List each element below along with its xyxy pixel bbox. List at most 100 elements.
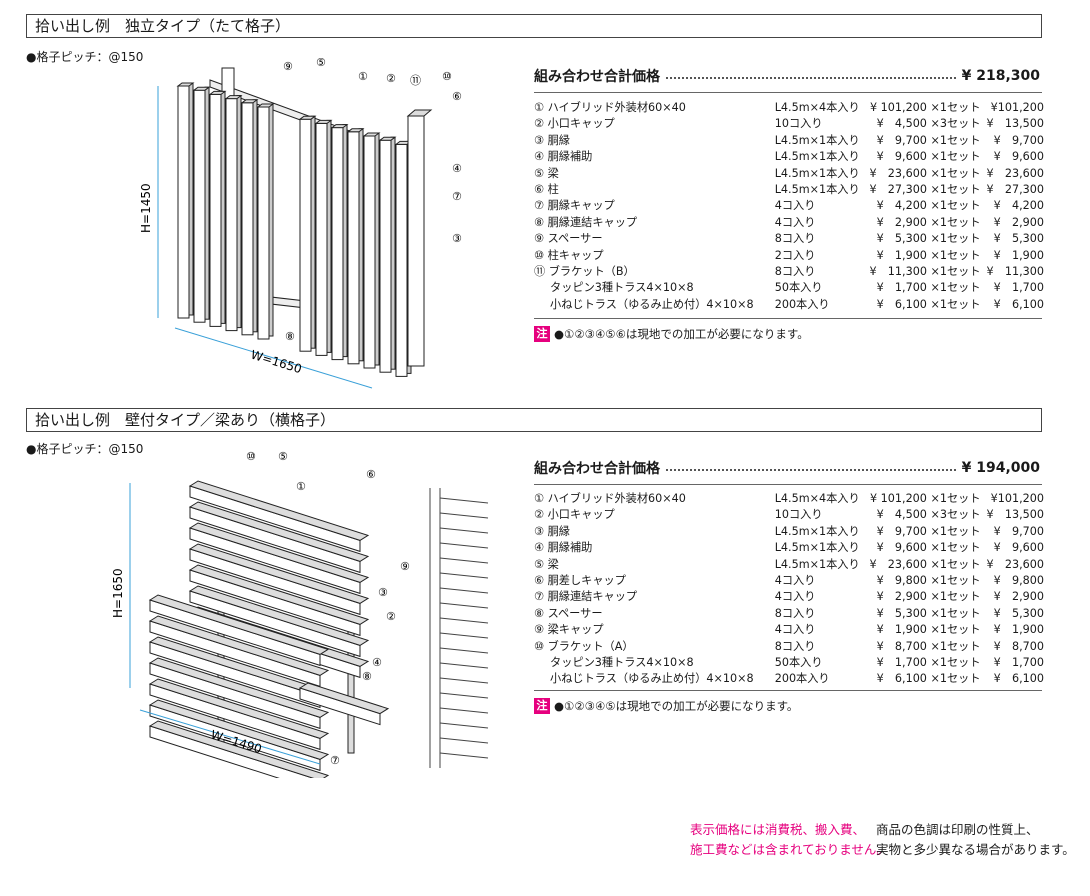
item-qty: 200本入り (774, 672, 830, 686)
item-total: ¥ 5,300 (993, 232, 1044, 246)
item-qty: L4.5m×1本入り (774, 541, 860, 555)
section2-height-dim: H=1650 (111, 568, 125, 618)
item-unit-price: ¥ 9,700 ×1セット (876, 133, 981, 147)
item-qty: 8コ入り (774, 606, 816, 620)
item-unit-price: ¥ 9,800 ×1セット (876, 574, 981, 588)
item-qty: 10コ入り (774, 117, 823, 131)
item-unit-price: ¥ 4,200 ×1セット (876, 199, 981, 213)
callout-2: ② (386, 610, 396, 623)
item-qty: 4コ入り (774, 215, 816, 229)
item-total: ¥ 9,600 (993, 150, 1044, 164)
item-unit-price: ¥ 4,500 ×3セット (876, 117, 981, 131)
item-unit-price: ¥ 1,900 ×1セット (876, 623, 981, 637)
section2-pitch: ●格子ピッチ：@150 (26, 442, 144, 456)
callout-9: ⑨ (400, 560, 410, 573)
item-name: ④ 胴縁補助 (534, 150, 593, 164)
callout-2: ② (386, 72, 396, 85)
vertical-slat (192, 86, 211, 323)
item-total: ¥101,200 (990, 101, 1044, 114)
item-unit-price: ¥ 1,900 ×1セット (876, 248, 981, 262)
item-name: ⑦ 胴縁連結キャップ (534, 590, 638, 604)
item-total: ¥ 1,700 (993, 656, 1044, 670)
item-unit-price: ¥ 1,700 ×1セット (876, 281, 981, 295)
item-name: ⑥ 柱 (534, 183, 559, 197)
vertical-slat (378, 136, 397, 373)
item-unit-price: ¥ 23,600 ×1セット (869, 166, 981, 180)
section1-height-dim: H=1450 (140, 183, 153, 233)
item-unit-price: ¥ 6,100 ×1セット (876, 297, 981, 311)
item-unit-price: ¥ 5,300 ×1セット (876, 606, 981, 620)
horizontal-slat (148, 657, 330, 730)
item-unit-price: ¥ 2,900 ×1セット (876, 215, 981, 229)
item-unit-price: ¥ 101,200 ×1セット (869, 492, 981, 505)
item-qty: L4.5m×1本入り (774, 524, 860, 538)
vertical-slat (346, 128, 365, 365)
section1-note: 注 ●①②③④⑤⑥は現地での加工が必要になります。 (534, 326, 809, 342)
section1-dot-leader (666, 77, 956, 79)
item-unit-price: ¥ 11,300 ×1セット (869, 265, 981, 279)
item-total: ¥ 6,100 (993, 297, 1044, 311)
item-unit-price: ¥ 5,300 ×1セット (876, 232, 981, 246)
vertical-slat (176, 82, 195, 319)
footer-tax-note: 表示価格には消費税、搬入費、 施工費などは含まれておりません。 (690, 820, 889, 860)
item-qty: L4.5m×1本入り (774, 133, 860, 147)
horizontal-slat (188, 522, 370, 595)
price-row: 小ねじトラス（ゆるみ止め付）4×10×8 200本入り ¥ 6,100 ×1セット ¥… (534, 671, 1044, 687)
item-name: タッピン3種トラス4×10×8 (550, 656, 694, 670)
callout-3: ③ (452, 232, 462, 245)
price-row: ③ 胴縁 L4.5m×1本入り ¥ 9,700 ×1セット ¥ 9,700 (534, 133, 1044, 149)
section2-price-label: 組み合わせ合計価格 (534, 461, 660, 477)
footer-tax-line1: 表示価格には消費税、搬入費、 (690, 822, 866, 837)
section1-price-total: ¥ 218,300 (961, 68, 1040, 84)
item-name: ⑩ ブラケット（A） (534, 639, 634, 653)
item-unit-price: ¥ 6,100 ×1セット (876, 672, 981, 686)
item-qty: L4.5m×1本入り (774, 166, 860, 180)
callout-10: ⑩ (442, 70, 452, 83)
item-unit-price: ¥ 4,500 ×3セット (876, 508, 981, 522)
item-name: タッピン3種トラス4×10×8 (550, 281, 694, 295)
note-tag: 注 (534, 326, 550, 342)
callout-9: ⑨ (283, 60, 293, 73)
item-name: ⑧ スペーサー (534, 606, 603, 620)
section2-dot-leader (666, 469, 956, 471)
item-name: ③ 胴縁 (534, 133, 570, 147)
callout-1: ① (358, 70, 368, 83)
item-name: ⑤ 梁 (534, 166, 559, 180)
callout-7: ⑦ (330, 754, 340, 767)
item-unit-price: ¥ 2,900 ×1セット (876, 590, 981, 604)
horizontal-slat (188, 543, 370, 616)
section2-divider-top (534, 484, 1042, 485)
item-total: ¥ 1,900 (993, 623, 1044, 637)
item-total: ¥ 6,100 (993, 672, 1044, 686)
item-unit-price: ¥ 9,600 ×1セット (876, 150, 981, 164)
item-total: ¥ 13,500 (986, 117, 1044, 131)
item-total: ¥ 2,900 (993, 590, 1044, 604)
item-unit-price: ¥ 23,600 ×1セット (869, 557, 981, 571)
item-total: ¥101,200 (990, 492, 1044, 505)
callout-10: ⑩ (246, 450, 256, 463)
item-name: 小ねじトラス（ゆるみ止め付）4×10×8 (550, 672, 754, 686)
item-name: ② 小口キャップ (534, 117, 615, 131)
price-row: ⑪ ブラケット（B）8コ入り¥ 11,300 ×1セット¥ 11,300 (534, 264, 1044, 280)
horizontal-slat (188, 585, 370, 658)
horizontal-slat (148, 678, 330, 751)
note-tag: 注 (534, 698, 550, 714)
item-qty: 4コ入り (774, 574, 816, 588)
item-total: ¥ 9,700 (993, 133, 1044, 147)
section2-price-title: 組み合わせ合計価格 ¥ 194,000 (534, 458, 1040, 478)
section1-price-title: 組み合わせ合計価格 ¥ 218,300 (534, 66, 1040, 86)
vertical-slat (240, 99, 259, 336)
